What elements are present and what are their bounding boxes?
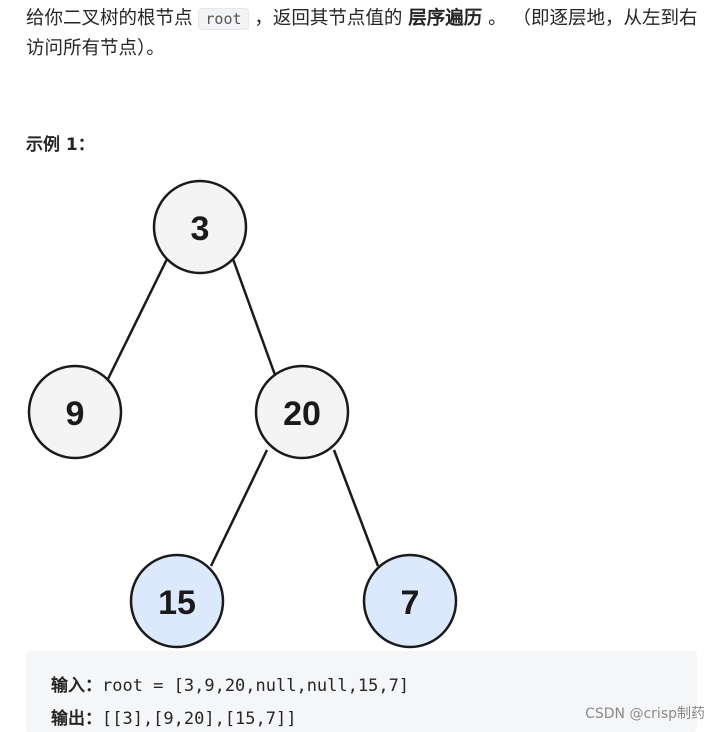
problem-description: 给你二叉树的根节点 root ，返回其节点值的 层序遍历 。 （即逐层地，从左到… [26, 4, 698, 64]
tree-node-label: 3 [191, 210, 210, 248]
tree-edge-3-9 [106, 258, 169, 380]
input-value: root = [3,9,20,null,null,15,7] [102, 676, 410, 696]
tree-edge-20-15 [209, 449, 269, 567]
description-text-3: 。 （即逐层地，从左到右访问所有节点）。 [26, 8, 698, 59]
tree-edge-3-20 [231, 258, 277, 376]
tree-node-20: 20 [254, 364, 350, 460]
tree-node-label: 15 [158, 584, 196, 622]
tree-node-label: 20 [283, 395, 321, 433]
input-line: 输入：root = [3,9,20,null,null,15,7] [51, 671, 409, 696]
tree-node-15: 15 [129, 553, 225, 649]
description-text-2: ，返回其节点值的 [248, 8, 409, 29]
description-bold-term: 层序遍历 [408, 8, 483, 29]
binary-tree-diagram: 3 9 20 15 7 [27, 179, 458, 649]
tree-edge-20-7 [332, 449, 380, 567]
tree-node-label: 7 [401, 584, 420, 622]
tree-node-9: 9 [27, 364, 123, 460]
output-line: 输出：[[3],[9,20],[15,7]] [51, 704, 296, 729]
tree-node-label: 9 [66, 395, 85, 433]
tree-node-3: 3 [152, 179, 248, 275]
description-text-1: 给你二叉树的根节点 [26, 8, 199, 29]
tree-node-7: 7 [362, 553, 458, 649]
example-code-block: 输入：root = [3,9,20,null,null,15,7] 输出：[[3… [26, 651, 697, 732]
watermark: CSDN @crisp制药 [585, 706, 705, 722]
output-value: [[3],[9,20],[15,7]] [102, 709, 297, 729]
output-label: 输出： [51, 709, 102, 729]
inline-code-root: root [198, 8, 249, 30]
input-label: 输入： [51, 676, 102, 696]
example-title: 示例 1： [26, 135, 95, 155]
